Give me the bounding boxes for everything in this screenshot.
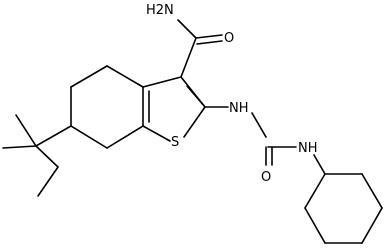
bond-c3-amide xyxy=(180,37,197,78)
urea-oxygen-label: O xyxy=(261,170,271,185)
bond-quaternary-methyl-left xyxy=(2,145,37,149)
urea-right-nh-label: NH xyxy=(298,141,318,156)
amide-oxygen-label: O xyxy=(224,31,234,46)
bond-c7-c7a xyxy=(106,125,144,149)
amide-nitrogen-label: H2N xyxy=(146,3,174,18)
bond-c3a-c4 xyxy=(106,65,144,88)
bond-amide-c-n xyxy=(177,19,197,39)
bond-c4-c5 xyxy=(70,65,108,88)
bond-s-c7a xyxy=(142,125,171,142)
thiophene-sulfur-label: S xyxy=(171,135,179,150)
bond-quaternary-ethyl xyxy=(35,145,59,168)
bond-c6-c7 xyxy=(70,125,108,149)
bond-c6-quaternary xyxy=(35,125,72,147)
bond-c3-c3a xyxy=(142,76,182,88)
urea-left-nh-label: NH xyxy=(229,101,249,116)
bond-cy-5 xyxy=(304,207,326,244)
bond-c3-c2-double xyxy=(186,85,206,108)
bond-nh-cyclohexyl xyxy=(313,154,326,175)
bond-quaternary-methyl-up xyxy=(15,114,37,147)
bond-amide-c-o xyxy=(195,34,223,39)
bond-c2-s xyxy=(183,106,206,138)
bond-ethyl-methyl xyxy=(37,166,59,197)
bond-cy-6 xyxy=(304,173,326,209)
bond-cy-2 xyxy=(361,173,383,209)
bond-cy-3 xyxy=(361,207,383,244)
bond-amide-c-o-double xyxy=(196,40,223,45)
bond-nh-urea-c xyxy=(251,112,267,138)
